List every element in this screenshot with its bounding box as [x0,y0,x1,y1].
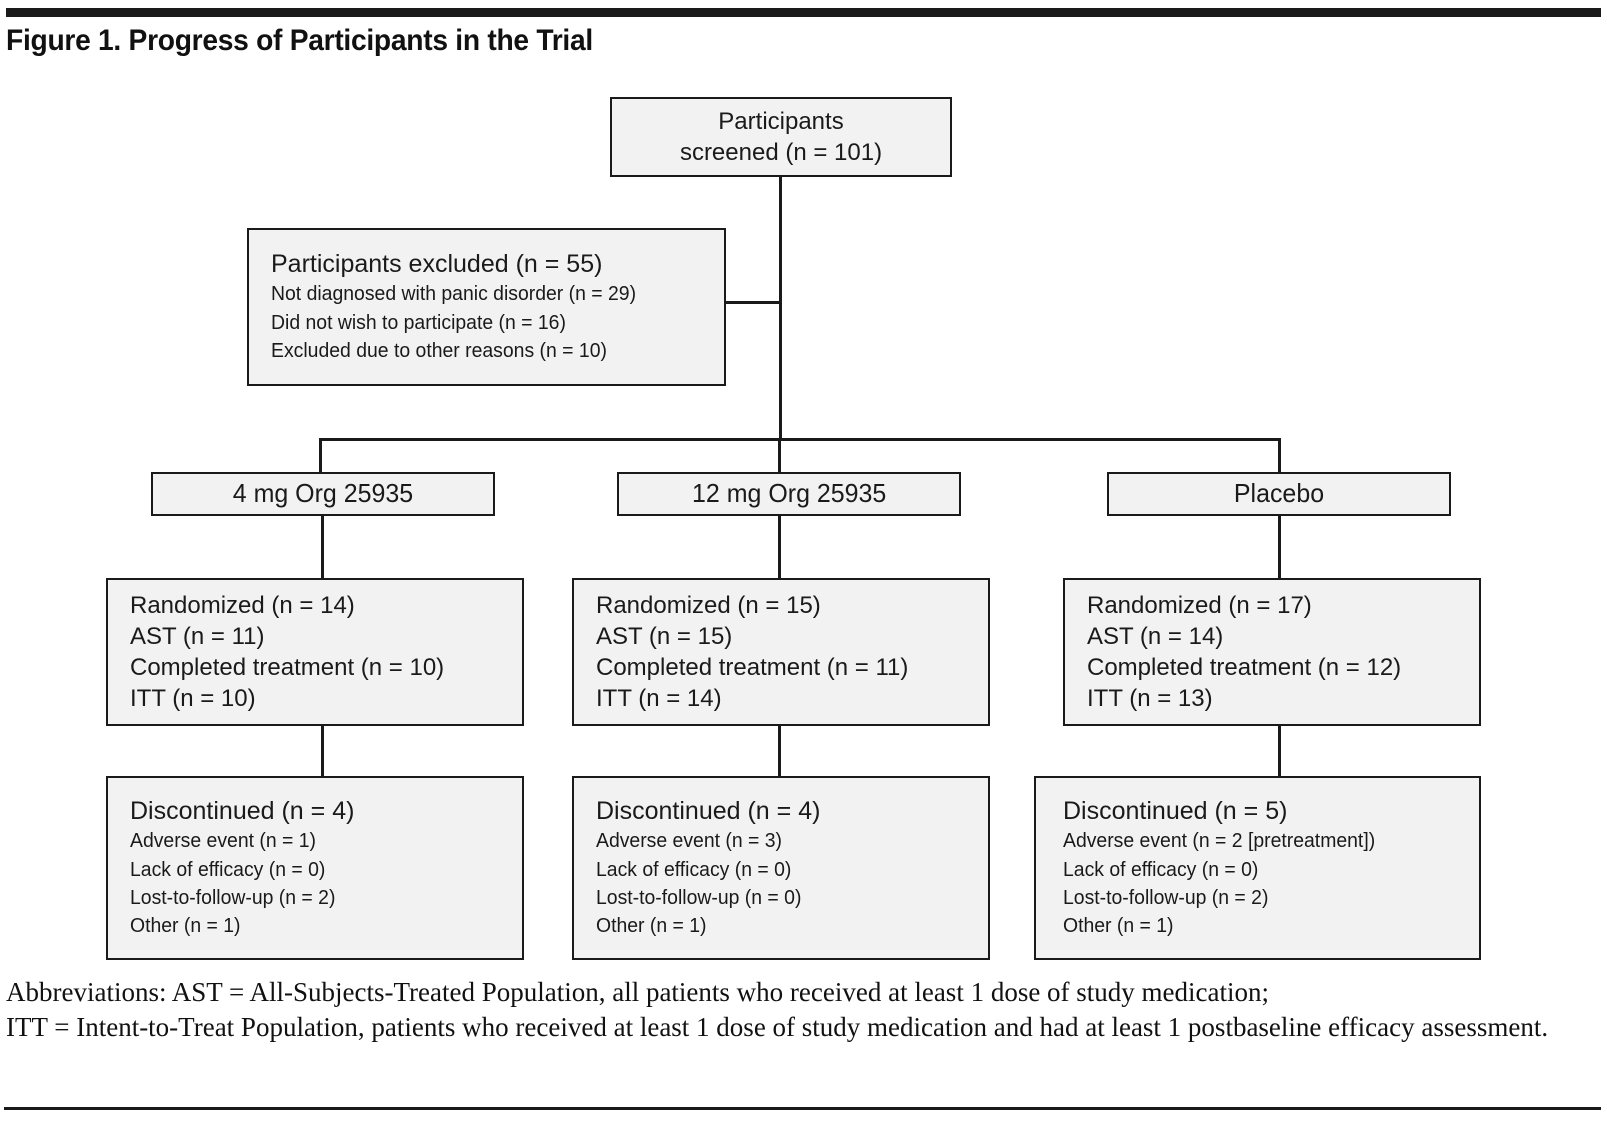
discontinued-1-heading: Discontinued (n = 4) [130,797,355,826]
box-arm-header-3: Placebo [1107,472,1451,516]
randomized-2-line-2: AST (n = 15) [596,622,733,650]
discontinued-1-reason-3: Lost-to-follow-up (n = 2) [130,887,336,909]
connector-arm2-randomized-to-discontinued [778,726,781,778]
box-randomized-2: Randomized (n = 15) AST (n = 15) Complet… [572,578,990,726]
excluded-reason-1: Not diagnosed with panic disorder (n = 2… [271,283,637,306]
box-randomized-3: Randomized (n = 17) AST (n = 14) Complet… [1063,578,1481,726]
randomized-3-line-2: AST (n = 14) [1087,622,1224,650]
discontinued-3-reason-1: Adverse event (n = 2 [pretreatment]) [1063,830,1376,853]
randomized-1-line-3: Completed treatment (n = 10) [130,654,445,681]
connector-branch-bar [319,438,1281,441]
box-participants-excluded: Participants excluded (n = 55) Not diagn… [247,228,726,386]
arm-header-label-1: 4 mg Org 25935 [232,478,414,509]
screened-line-1: Participants [718,107,844,135]
screened-line-2: screened (n = 101) [679,139,883,166]
connector-arm1-header-to-randomized [321,516,324,580]
discontinued-1-reason-1: Adverse event (n = 1) [130,830,317,853]
connector-arm3-header-to-randomized [1278,516,1281,580]
box-discontinued-1: Discontinued (n = 4) Adverse event (n = … [106,776,524,960]
footnote-line-1: Abbreviations: AST = All-Subjects-Treate… [6,977,1270,1007]
excluded-reason-2: Did not wish to participate (n = 16) [271,311,566,334]
discontinued-2-heading: Discontinued (n = 4) [596,797,821,826]
connector-arm3-randomized-to-discontinued [1278,726,1281,778]
randomized-1-line-2: AST (n = 11) [130,622,265,650]
box-arm-header-1: 4 mg Org 25935 [151,472,495,516]
bottom-rule [4,1107,1601,1110]
figure-title: Figure 1. Progress of Participants in th… [6,24,593,57]
discontinued-2-reason-2: Lack of efficacy (n = 0) [596,858,792,881]
discontinued-1-reason-4: Other (n = 1) [130,915,241,938]
discontinued-3-reason-4: Other (n = 1) [1063,915,1174,938]
discontinued-2-reason-1: Adverse event (n = 3) [596,830,783,853]
randomized-3-line-4: ITT (n = 13) [1087,685,1213,713]
connector-arm2-header-to-randomized [778,516,781,580]
connector-drop-arm-3 [1278,438,1281,474]
excluded-heading: Participants excluded (n = 55) [271,250,603,279]
arm-header-label-2: 12 mg Org 25935 [691,478,887,509]
discontinued-1-reason-2: Lack of efficacy (n = 0) [130,858,326,881]
connector-arm1-randomized-to-discontinued [321,726,324,778]
connector-excluded-stub [726,301,782,304]
arm-header-label-3: Placebo [1233,478,1325,509]
excluded-reason-3: Excluded due to other reasons (n = 10) [271,340,607,363]
abbreviations-footnote: Abbreviations: AST = All-Subjects-Treate… [6,975,1602,1045]
randomized-3-line-3: Completed treatment (n = 12) [1087,654,1402,681]
discontinued-3-reason-3: Lost-to-follow-up (n = 2) [1063,887,1269,909]
connector-drop-arm-1 [319,438,322,474]
connector-trunk-main [779,177,782,440]
box-discontinued-3: Discontinued (n = 5) Adverse event (n = … [1034,776,1481,960]
randomized-2-line-1: Randomized (n = 15) [596,591,821,619]
randomized-2-line-4: ITT (n = 14) [596,685,722,713]
footnote-line-2: ITT = Intent-to-Treat Population, patien… [6,1012,1549,1043]
randomized-3-line-1: Randomized (n = 17) [1087,591,1312,619]
box-participants-screened: Participants screened (n = 101) [610,97,952,177]
top-rule [6,8,1601,17]
discontinued-2-reason-3: Lost-to-follow-up (n = 0) [596,887,802,909]
randomized-2-line-3: Completed treatment (n = 11) [596,654,909,681]
discontinued-3-reason-2: Lack of efficacy (n = 0) [1063,858,1259,881]
randomized-1-line-4: ITT (n = 10) [130,685,256,713]
box-arm-header-2: 12 mg Org 25935 [617,472,961,516]
discontinued-2-reason-4: Other (n = 1) [596,915,707,938]
discontinued-3-heading: Discontinued (n = 5) [1063,797,1288,826]
randomized-1-line-1: Randomized (n = 14) [130,591,355,619]
box-randomized-1: Randomized (n = 14) AST (n = 11) Complet… [106,578,524,726]
connector-drop-arm-2 [778,438,781,474]
box-discontinued-2: Discontinued (n = 4) Adverse event (n = … [572,776,990,960]
